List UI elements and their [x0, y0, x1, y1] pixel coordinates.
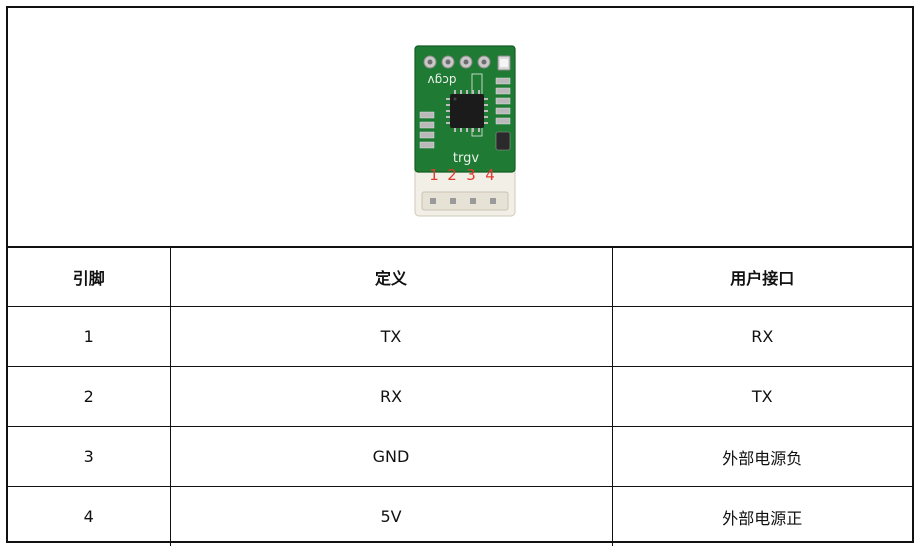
pin-table: 引脚 定义 用户接口 1 TX RX 2 RX TX 3 GND 外部电源负 4… — [8, 247, 912, 546]
pin-definition: TX — [169, 306, 613, 367]
user-interface: 外部电源正 — [611, 486, 912, 546]
pin-definition: 5V — [169, 486, 613, 546]
user-interface: 外部电源负 — [611, 426, 912, 487]
user-interface: TX — [611, 366, 912, 427]
header-pin: 引脚 — [8, 247, 171, 307]
pin-marker-4: 4 — [485, 166, 495, 184]
pin-definition-frame: dcgv trgv 1 2 3 4 引脚 定义 用户接口 1 TX RX 2 R… — [6, 6, 914, 546]
table-row: 3 GND 外部电源负 — [8, 426, 912, 487]
table-row: 4 5V 外部电源正 — [8, 486, 912, 546]
pin-marker-2: 2 — [447, 166, 457, 184]
pin-number: 2 — [8, 366, 171, 427]
pin-marker-1: 1 — [429, 166, 439, 184]
table-header-row: 引脚 定义 用户接口 — [8, 247, 912, 307]
table-row: 2 RX TX — [8, 366, 912, 427]
header-user-interface: 用户接口 — [611, 247, 912, 307]
pin-definition: RX — [169, 366, 613, 427]
pin-marker-3: 3 — [466, 166, 476, 184]
pin-number: 4 — [8, 486, 171, 546]
silkscreen-top: dcgv — [428, 73, 457, 87]
pin-definition: GND — [169, 426, 613, 487]
silkscreen-bottom: trgv — [453, 151, 479, 166]
pin-number: 3 — [8, 426, 171, 487]
header-definition: 定义 — [169, 247, 613, 307]
pin-number: 1 — [8, 306, 171, 367]
chip — [450, 94, 484, 128]
module-photo: dcgv trgv 1 2 3 4 — [414, 45, 516, 217]
user-interface: RX — [611, 306, 912, 367]
table-row: 1 TX RX — [8, 306, 912, 367]
module-photo-cell: dcgv trgv 1 2 3 4 — [8, 8, 912, 248]
